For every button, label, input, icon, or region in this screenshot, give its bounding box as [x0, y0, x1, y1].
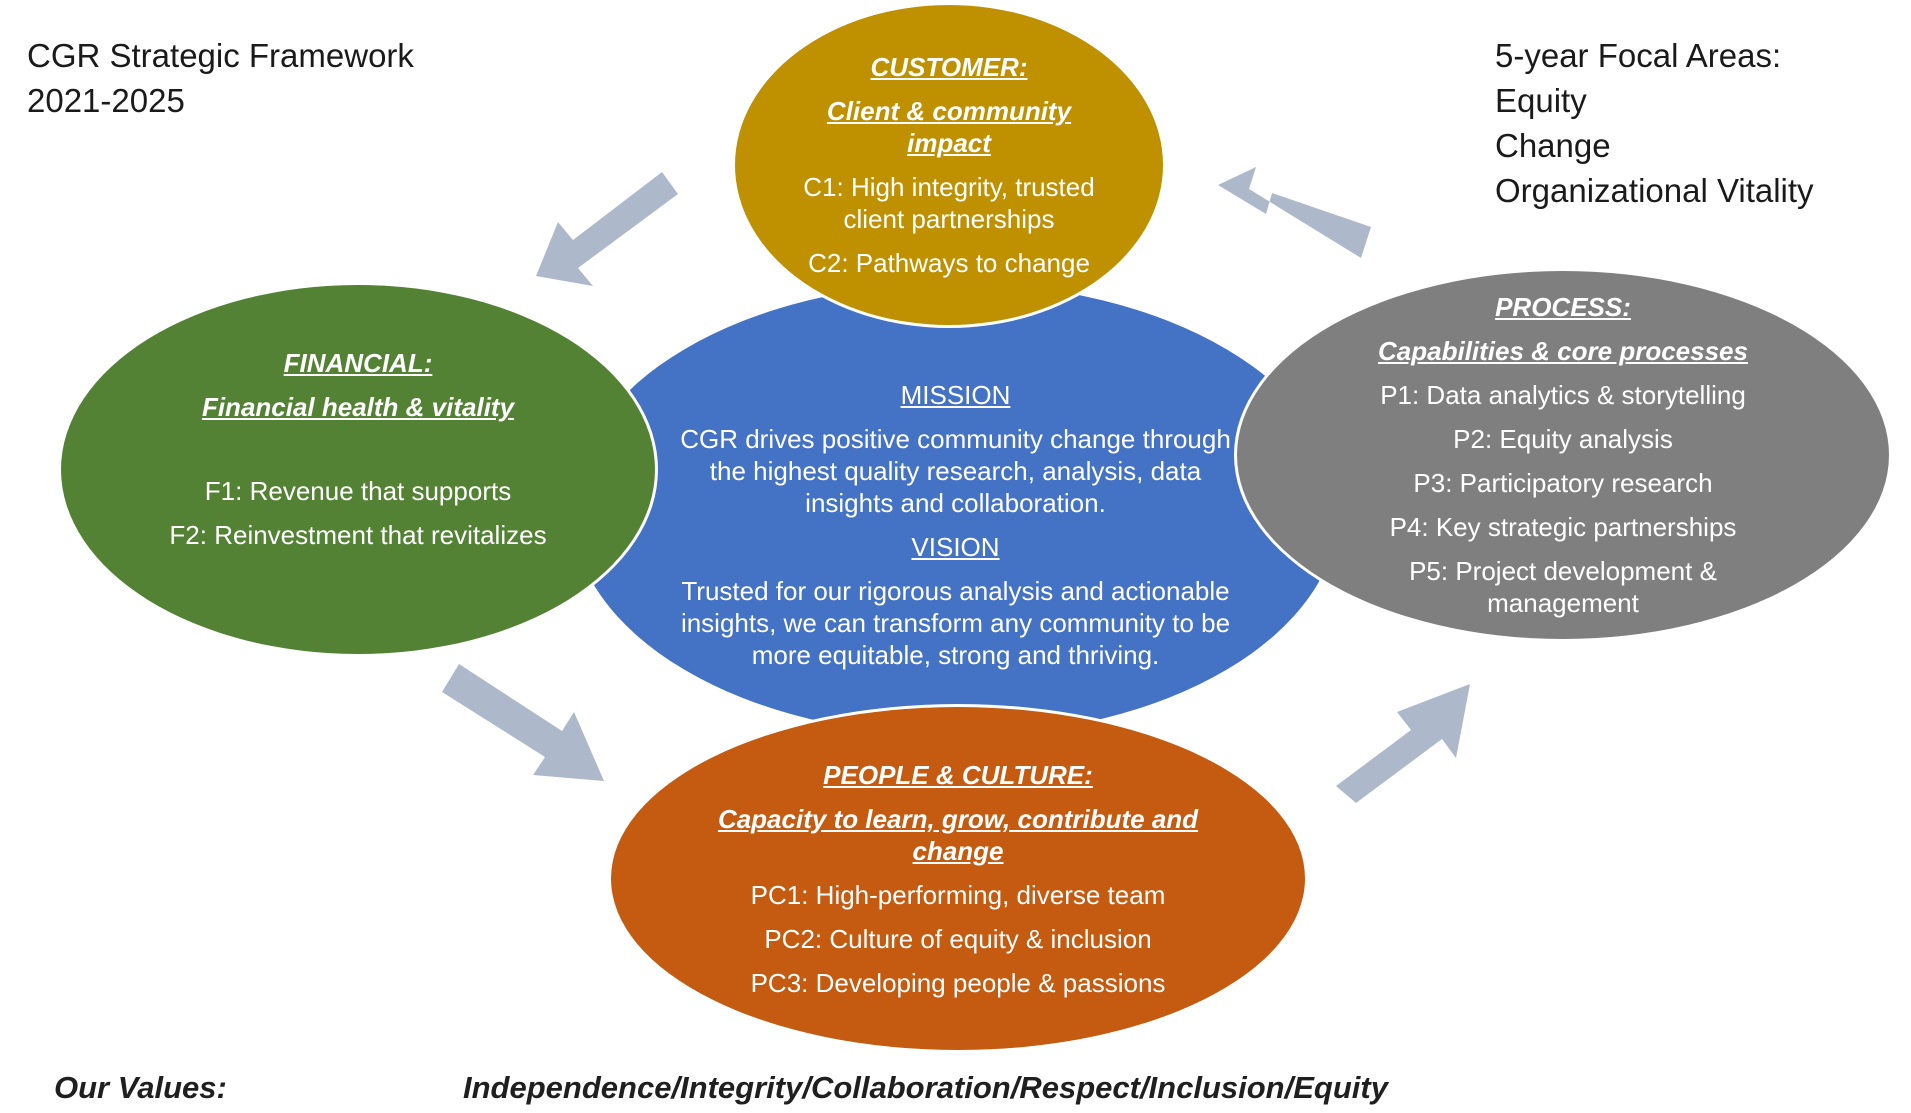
focal-areas-heading: 5-year Focal Areas:: [1495, 37, 1782, 74]
process-p3: P3: Participatory research: [1413, 468, 1713, 498]
framework-title-line1: CGR Strategic Framework: [27, 37, 414, 74]
process-p5-line2: management: [1487, 588, 1639, 618]
arrow-customer-to-financial: [536, 172, 678, 286]
arrow-process-to-customer: [1218, 167, 1371, 258]
focal-area-change: Change: [1495, 127, 1611, 164]
values-list: Independence/Integrity/Collaboration/Res…: [463, 1070, 1388, 1105]
financial-heading: FINANCIAL:: [283, 348, 433, 378]
people-heading: PEOPLE & CULTURE:: [823, 759, 1093, 790]
process-p4: P4: Key strategic partnerships: [1389, 512, 1737, 542]
arrow-people-to-process: [1336, 684, 1470, 803]
customer-subheading-line1: Client & community: [826, 96, 1072, 126]
mission-text-line2: the highest quality research, analysis, …: [709, 455, 1202, 486]
mission-label: MISSION: [900, 379, 1011, 410]
framework-title-line2: 2021-2025: [27, 82, 185, 119]
framework-title: CGR Strategic Framework 2021-2025: [27, 33, 414, 123]
vision-text-line1: Trusted for our rigorous analysis and ac…: [681, 575, 1230, 606]
process-p2: P2: Equity analysis: [1453, 424, 1673, 454]
financial-f2: F2: Reinvestment that revitalizes: [169, 520, 547, 550]
people-pc1: PC1: High-performing, diverse team: [750, 879, 1166, 910]
vision-label: VISION: [911, 531, 1000, 562]
financial-subheading: Financial health & vitality: [201, 392, 515, 422]
process-p1: P1: Data analytics & storytelling: [1380, 380, 1746, 410]
people-culture-ellipse: PEOPLE & CULTURE: Capacity to learn, gro…: [608, 704, 1308, 1053]
people-subheading-line2: change: [912, 835, 1004, 866]
vision-text-line2: insights, we can transform any community…: [680, 607, 1231, 638]
values-label: Our Values:: [54, 1070, 227, 1105]
mission-text-line1: CGR drives positive community change thr…: [680, 423, 1231, 454]
focal-area-equity: Equity: [1495, 82, 1587, 119]
customer-ellipse: CUSTOMER: Client & community impact C1: …: [732, 2, 1166, 328]
vision-text-line3: more equitable, strong and thriving.: [751, 639, 1160, 670]
mission-vision-ellipse: MISSION CGR drives positive community ch…: [572, 283, 1339, 736]
customer-c1-line2: client partnerships: [843, 204, 1055, 234]
customer-c2: C2: Pathways to change: [808, 248, 1090, 278]
customer-heading: CUSTOMER:: [870, 52, 1028, 82]
focal-areas: 5-year Focal Areas: Equity Change Organi…: [1495, 33, 1814, 213]
financial-f1: F1: Revenue that supports: [204, 476, 512, 506]
customer-subheading-line2: impact: [907, 128, 991, 158]
people-pc2: PC2: Culture of equity & inclusion: [764, 923, 1152, 954]
mission-text-line3: insights and collaboration.: [805, 487, 1106, 518]
focal-area-vitality: Organizational Vitality: [1495, 172, 1814, 209]
process-heading: PROCESS:: [1495, 292, 1631, 322]
process-subheading: Capabilities & core processes: [1378, 336, 1748, 366]
financial-ellipse: FINANCIAL: Financial health & vitality F…: [58, 282, 658, 657]
process-p5-line1: P5: Project development &: [1409, 556, 1717, 586]
customer-c1-line1: C1: High integrity, trusted: [803, 172, 1095, 202]
arrow-financial-to-people: [442, 664, 604, 781]
process-ellipse: PROCESS: Capabilities & core processes P…: [1234, 268, 1892, 642]
people-pc3: PC3: Developing people & passions: [750, 967, 1166, 998]
people-subheading-line1: Capacity to learn, grow, contribute and: [717, 803, 1199, 834]
